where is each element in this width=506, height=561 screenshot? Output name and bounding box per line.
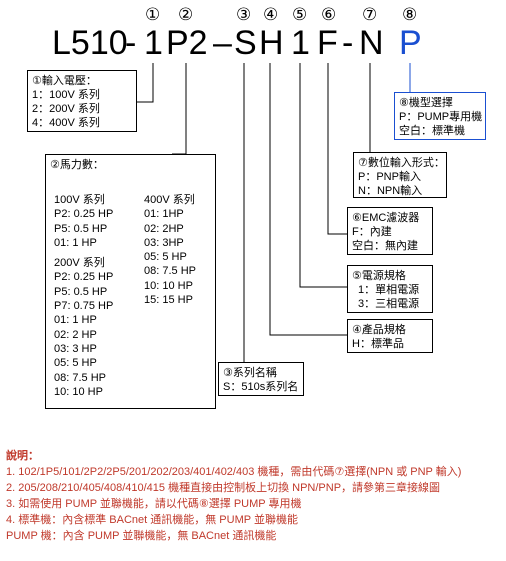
box-machine-type: ⑧機型選擇 P：PUMP專用機 空白：標準機	[394, 92, 486, 140]
note-item: 3. 如需使用 PUMP 並聯機能，請以代碼⑧選擇 PUMP 專用機	[6, 498, 302, 510]
model-code-input: N	[359, 24, 384, 62]
box-power-spec: ⑤電源規格 1：單相電源 3：三相電源	[347, 265, 433, 313]
box-digital-input: ⑦數位輸入形式： P：PNP輸入 N：NPN輸入	[353, 152, 447, 198]
hp-item: 15: 15 HP	[144, 294, 193, 307]
model-code-dash-1: -	[125, 24, 137, 62]
series-option: S：510s系列名	[223, 381, 299, 393]
model-code-power: 1	[291, 24, 310, 62]
horsepower-left-column: 100V 系列 P2: 0.25 HP P5: 0.5 HP 01: 1 HP …	[54, 193, 113, 399]
power-option: 3：三相電源	[358, 298, 420, 310]
hp-item: P5: 0.5 HP	[54, 285, 108, 298]
connector-2	[172, 63, 187, 155]
model-code-spec: H	[259, 24, 284, 62]
hp-item: P5: 0.5 HP	[54, 222, 108, 235]
model-code-hp: P2	[166, 24, 208, 62]
model-code-voltage: 1	[144, 24, 163, 62]
circled-number-4: ④	[263, 5, 279, 24]
hp-item: P2: 0.25 HP	[54, 208, 114, 221]
box-digital-input-title: ⑦數位輸入形式：	[358, 157, 445, 169]
hp-item: 03: 3 HP	[54, 342, 97, 355]
model-code-dash-2: –	[213, 24, 232, 62]
voltage-option: 1：100V 系列	[32, 89, 100, 101]
model-code-emc: F	[317, 24, 338, 62]
model-code-prefix: L510	[52, 24, 128, 62]
note-item: 4. 標準機：內含標準 BACnet 通訊機能，無 PUMP 並聯機能	[6, 514, 298, 526]
power-option: 1：單相電源	[358, 284, 420, 296]
box-emc-filter: ⑥EMC濾波器 F：內建 空白：無內建	[347, 207, 433, 255]
hp-item: 200V 系列	[54, 257, 105, 270]
circled-number-2: ②	[178, 5, 194, 24]
box-series-name: ③系列名稱 S：510s系列名	[218, 362, 304, 396]
box-horsepower-title: ②馬力數：	[50, 159, 104, 171]
hp-item: 01: 1 HP	[54, 236, 97, 249]
box-input-voltage-title: ①輸入電壓：	[32, 75, 97, 87]
emc-option: 空白：無內建	[352, 240, 418, 252]
circled-number-6: ⑥	[321, 5, 337, 24]
box-input-voltage: ①輸入電壓： 1：100V 系列 2：200V 系列 4：400V 系列	[27, 70, 137, 132]
hp-item: 02: 2 HP	[54, 328, 97, 341]
note-item: 1. 102/1P5/101/2P2/2P5/201/202/203/401/4…	[6, 466, 462, 478]
hp-item: 10: 10 HP	[144, 279, 193, 292]
input-option: P：PNP輸入	[358, 171, 421, 183]
hp-item: P2: 0.25 HP	[54, 271, 114, 284]
circled-number-7: ⑦	[362, 5, 378, 24]
machine-option: 空白：標準機	[399, 125, 465, 137]
hp-item: 02: 2HP	[144, 222, 184, 235]
circled-number-8: ⑧	[402, 5, 418, 24]
notes-title: 說明：	[6, 450, 39, 462]
hp-item: 03: 3HP	[144, 236, 184, 249]
connector-4	[269, 63, 347, 336]
circled-number-1: ①	[145, 5, 161, 24]
note-item: 2. 205/208/210/405/408/410/415 機種直接由控制板上…	[6, 482, 441, 494]
model-code-machine-type: P	[399, 24, 422, 62]
connector-1	[136, 63, 154, 103]
hp-item: 05: 5 HP	[54, 357, 97, 370]
voltage-option: 4：400V 系列	[32, 117, 100, 129]
model-code-series: S	[234, 24, 257, 62]
hp-item: 05: 5 HP	[144, 251, 187, 264]
hp-item: 400V 系列	[144, 194, 195, 206]
voltage-option: 2：200V 系列	[32, 103, 100, 115]
box-horsepower: ②馬力數： 100V 系列 P2: 0.25 HP P5: 0.5 HP 01:…	[45, 154, 216, 409]
note-item: PUMP 機：內含 PUMP 並聯機能，無 BACnet 通訊機能	[6, 530, 277, 542]
notes-section: 說明： 1. 102/1P5/101/2P2/2P5/201/202/203/4…	[6, 448, 502, 544]
hp-item: 08: 7.5 HP	[144, 265, 196, 278]
emc-option: F：內建	[352, 226, 392, 238]
connector-5	[299, 63, 347, 288]
connector-6	[327, 63, 347, 235]
hp-item: 10: 10 HP	[54, 385, 103, 398]
hp-item: P7: 0.75 HP	[54, 300, 114, 313]
hp-item: 01: 1 HP	[54, 314, 97, 327]
box-series-name-title: ③系列名稱	[223, 367, 277, 379]
box-machine-type-title: ⑧機型選擇	[399, 97, 453, 109]
hp-item: 100V 系列	[54, 194, 105, 206]
model-code-dash-3: -	[342, 24, 354, 62]
box-product-spec: ④產品規格 H：標準品	[347, 319, 433, 353]
spec-option: H：標準品	[352, 338, 404, 350]
box-product-spec-title: ④產品規格	[352, 324, 406, 336]
hp-item: 08: 7.5 HP	[54, 371, 106, 384]
box-power-spec-title: ⑤電源規格	[352, 270, 406, 282]
box-emc-filter-title: ⑥EMC濾波器	[352, 212, 420, 224]
circled-number-5: ⑤	[292, 5, 308, 24]
hp-item: 01: 1HP	[144, 208, 184, 221]
input-option: N：NPN輸入	[358, 185, 423, 197]
horsepower-right-column: 400V 系列 01: 1HP 02: 2HP 03: 3HP 05: 5 HP…	[144, 193, 196, 307]
machine-option: P：PUMP專用機	[399, 111, 483, 123]
circled-number-3: ③	[236, 5, 252, 24]
